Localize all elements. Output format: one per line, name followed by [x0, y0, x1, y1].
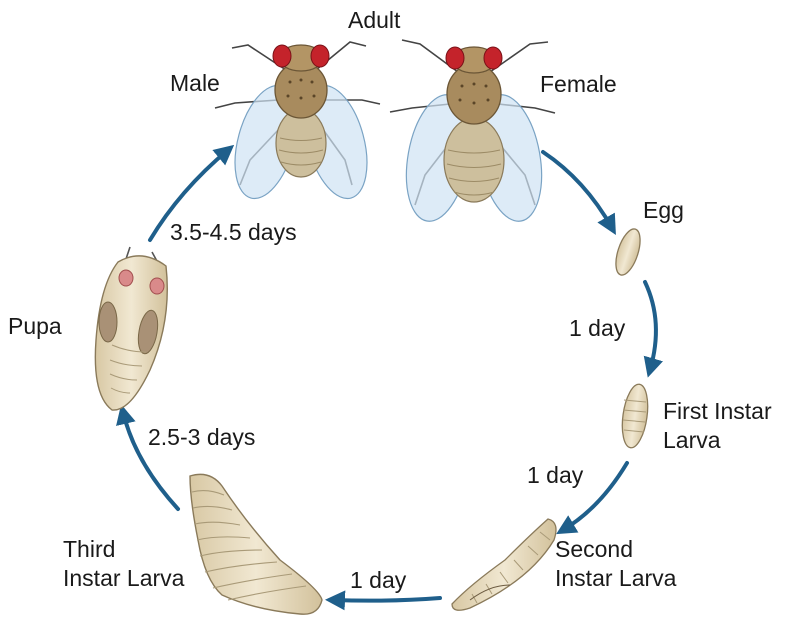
arrow-second-to-third-instar: [333, 598, 440, 601]
first-to-second-instar-duration: 1 day: [527, 461, 583, 490]
pupa-to-adult-duration: 3.5-4.5 days: [170, 218, 297, 247]
female-label: Female: [540, 70, 617, 99]
male-fly-icon: [215, 42, 380, 205]
third-instar-to-pupa-duration: 2.5-3 days: [148, 423, 255, 452]
second-instar-larva-label: Second Instar Larva: [555, 535, 676, 594]
female-fly-icon: [390, 40, 555, 226]
male-label: Male: [170, 69, 220, 98]
second-to-third-instar-duration: 1 day: [350, 566, 406, 595]
first-instar-larva-icon: [619, 383, 652, 450]
pupa-label: Pupa: [8, 312, 62, 341]
egg-to-first-instar-duration: 1 day: [569, 314, 625, 343]
arrow-adult-to-egg: [543, 152, 612, 228]
adult-label: Adult: [348, 6, 400, 35]
third-instar-larva-icon: [190, 474, 322, 614]
third-instar-larva-label: Third Instar Larva: [63, 535, 184, 594]
arrow-egg-to-first-instar: [645, 282, 656, 370]
egg-icon: [611, 226, 645, 278]
egg-label: Egg: [643, 196, 684, 225]
second-instar-larva-icon: [452, 519, 556, 610]
pupa-icon: [95, 247, 167, 410]
first-instar-larva-label: First Instar Larva: [663, 397, 772, 456]
